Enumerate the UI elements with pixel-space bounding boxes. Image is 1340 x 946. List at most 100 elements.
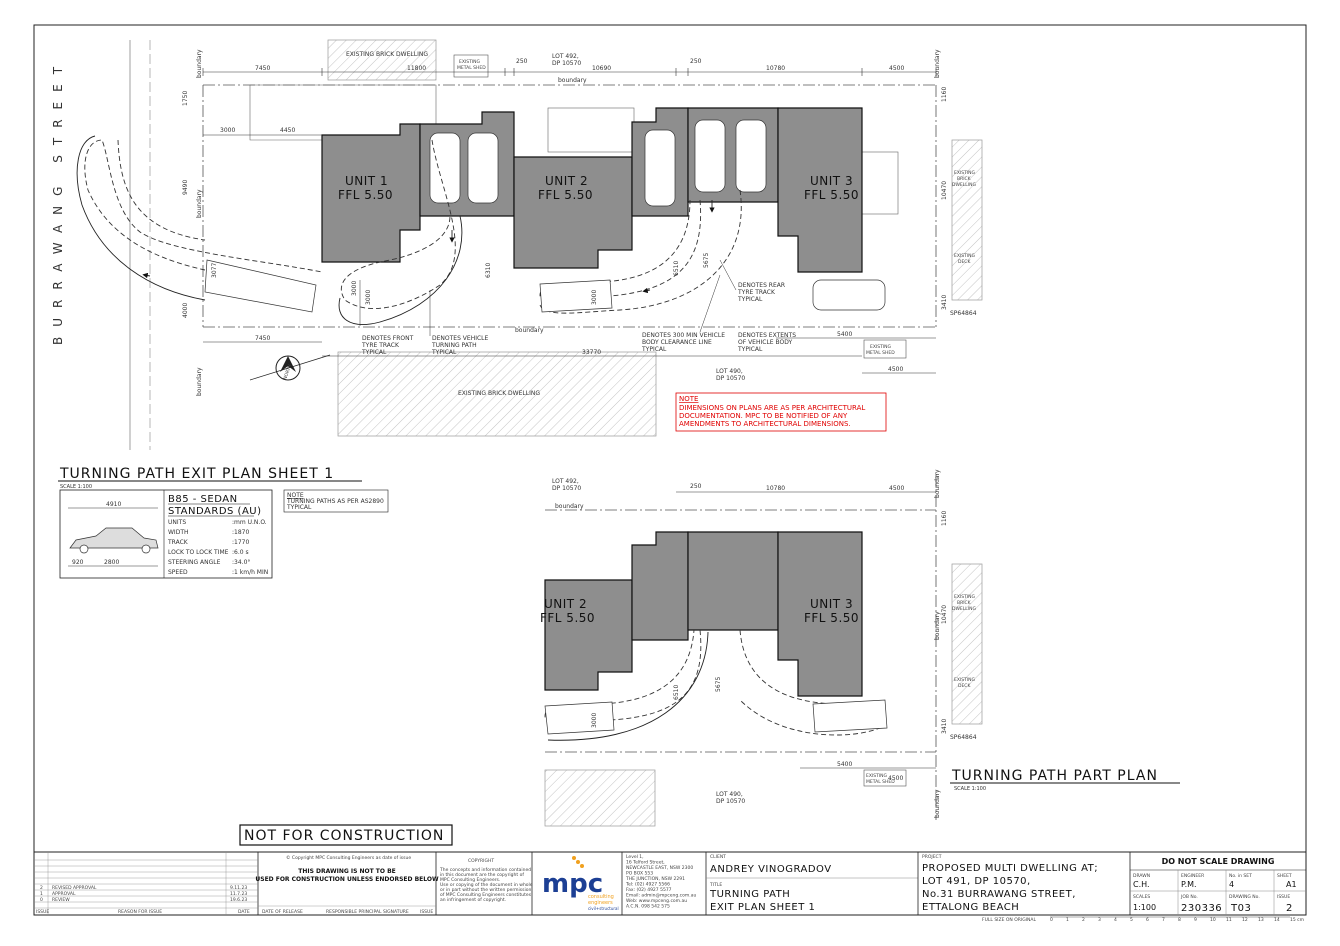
no-in-set-value: 4 <box>1229 880 1234 889</box>
dim-4450: 4450 <box>280 127 295 134</box>
vehicle-row-2-key: TRACK <box>167 539 189 546</box>
turning-path-1-outer <box>84 139 323 273</box>
rev-header-date: DATE <box>238 909 250 915</box>
title-line-2: EXIT PLAN SHEET 1 <box>710 902 815 913</box>
vehicle-title-1: B85 - SEDAN <box>168 494 238 505</box>
vehicle-row-1-val: :1870 <box>232 529 249 536</box>
plan2-title: TURNING PATH PART PLAN <box>951 768 1158 784</box>
vehicle-row-3-key: LOCK TO LOCK TIME <box>168 549 229 556</box>
unit-2-ffl: FFL 5.50 <box>538 188 593 202</box>
plan2-unit-3-name: UNIT 3 <box>810 597 853 611</box>
plan2-boundary-right-3: boundary <box>934 789 941 818</box>
scale-tick-label: 6 <box>1146 917 1149 923</box>
existing-brick-dwelling-bottom: EXISTING BRICK DWELLING <box>458 390 540 397</box>
dim-11800: 11800 <box>407 65 426 72</box>
logo-sub-3: civil+structural <box>588 906 619 911</box>
issue-value: 2 <box>1286 903 1293 914</box>
vehicle-row-3-val: :6.0 s <box>232 549 249 556</box>
unit-2-name: UNIT 2 <box>545 174 588 188</box>
revision-2-date: 19.6.23 <box>230 897 247 903</box>
logo-sub-1: consulting <box>588 894 614 900</box>
sig-header-date: DATE OF RELEASE <box>262 909 303 915</box>
sheet-label: SHEET <box>1277 873 1292 879</box>
scale-tick-label: 4 <box>1114 917 1117 923</box>
scale-tick-label: 13 <box>1258 917 1264 923</box>
plan2-dim-5400: 5400 <box>837 761 852 768</box>
dim-3410: 3410 <box>941 295 948 310</box>
do-not-scale: DO NOT SCALE DRAWING <box>1162 857 1275 866</box>
plan2-boundary-right-2: boundary <box>934 611 941 640</box>
part-plan: LOT 492,DP 10570 boundary boundary bound… <box>540 469 1180 827</box>
plan2-dim-6510: 6510 <box>673 685 680 700</box>
vehicle-row-5-key: SPEED <box>168 569 188 576</box>
plan2-lot-492: LOT 492,DP 10570 <box>552 478 581 492</box>
project-line-1: PROPOSED MULTI DWELLING AT; <box>922 863 1098 874</box>
sig-header-rps: RESPONSIBLE PRINCIPAL SIGNATURE <box>326 909 409 915</box>
unit-3-ffl: FFL 5.50 <box>804 188 859 202</box>
dim-5675: 5675 <box>703 253 710 268</box>
scale-tick-label: 0 <box>1050 917 1053 923</box>
company-address: Level 1,16 Telford Street,NEWCASTLE EAST… <box>625 854 696 910</box>
logo-text: mpc <box>542 869 603 899</box>
scale-tick-label: 11 <box>1226 917 1232 923</box>
rev-header-reason: REASON FOR ISSUE <box>118 909 162 915</box>
project-line-2: LOT 491, DP 10570, <box>922 876 1031 887</box>
sp-label: SP64864 <box>950 310 977 317</box>
client-name: ANDREY VINOGRADOV <box>710 864 832 875</box>
copyright-heading: COPYRIGHT <box>468 858 494 864</box>
vehicle-row-1-key: WIDTH <box>168 529 189 536</box>
scale-tick-label: 15 cm <box>1290 917 1304 923</box>
plan2-unit-2-name: UNIT 2 <box>544 597 587 611</box>
dimension-note-box <box>675 392 887 432</box>
dim-5400: 5400 <box>837 331 852 338</box>
revision-0-reason: REVISED APPROVAL <box>52 885 97 891</box>
plan2-dim-4500: 4500 <box>889 485 904 492</box>
logo-sub-2: engineers <box>588 900 613 906</box>
plan2-dim-5675: 5675 <box>715 677 722 692</box>
vehicle-title-2: STANDARDS (AU) <box>168 506 262 517</box>
dim-4500-b: 4500 <box>888 366 903 373</box>
plan2-lot-490: LOT 490,DP 10570 <box>716 791 745 805</box>
plan2-unit-3-ffl: FFL 5.50 <box>804 611 859 625</box>
dim-10470: 10470 <box>941 181 948 200</box>
unit-1-ffl: FFL 5.50 <box>338 188 393 202</box>
lot-490-bottom: LOT 490,DP 10570 <box>716 368 745 382</box>
vehicle-row-4-val: :34.0° <box>232 559 250 566</box>
plan2-dim-250: 250 <box>690 483 702 490</box>
rev-header-issue: ISSUE <box>36 909 49 915</box>
scale-tick-label: 3 <box>1098 917 1101 923</box>
dimension-note-text: DIMENSIONS ON PLANS ARE AS PER ARCHITECT… <box>679 404 865 428</box>
revision-0-date: 9.11.23 <box>230 885 247 891</box>
boundary-label-right: boundary <box>934 49 941 78</box>
revision-2-reason: REVIEW <box>52 897 70 903</box>
dim-1160: 1160 <box>941 87 948 102</box>
unit-1-building <box>321 123 421 263</box>
vehicle-row-5-val: :1 km/h MIN <box>232 569 268 576</box>
plan2-scale: SCALE 1:100 <box>954 786 986 792</box>
scales-label: SCALES <box>1133 894 1150 900</box>
dim-1750: 1750 <box>182 91 189 106</box>
dim-4000: 4000 <box>182 303 189 318</box>
unit-1-name: UNIT 1 <box>345 174 388 188</box>
drawn-value: C.H. <box>1133 880 1150 889</box>
plan2-unit-2-ffl: FFL 5.50 <box>540 611 595 625</box>
title-line-1: TURNING PATH <box>709 889 790 900</box>
vehicle-row-0-val: :mm U.N.O. <box>232 519 267 526</box>
vehicle-length: 4910 <box>106 501 121 508</box>
dim-4500: 4500 <box>889 65 904 72</box>
vehicle-note-heading: NOTE <box>287 492 304 499</box>
revision-2-issue: 0 <box>40 897 43 903</box>
street-name: BURRAWANG STREET <box>51 57 65 345</box>
job-value: 230336 <box>1181 903 1222 914</box>
plan2-dim-3410: 3410 <box>941 719 948 734</box>
